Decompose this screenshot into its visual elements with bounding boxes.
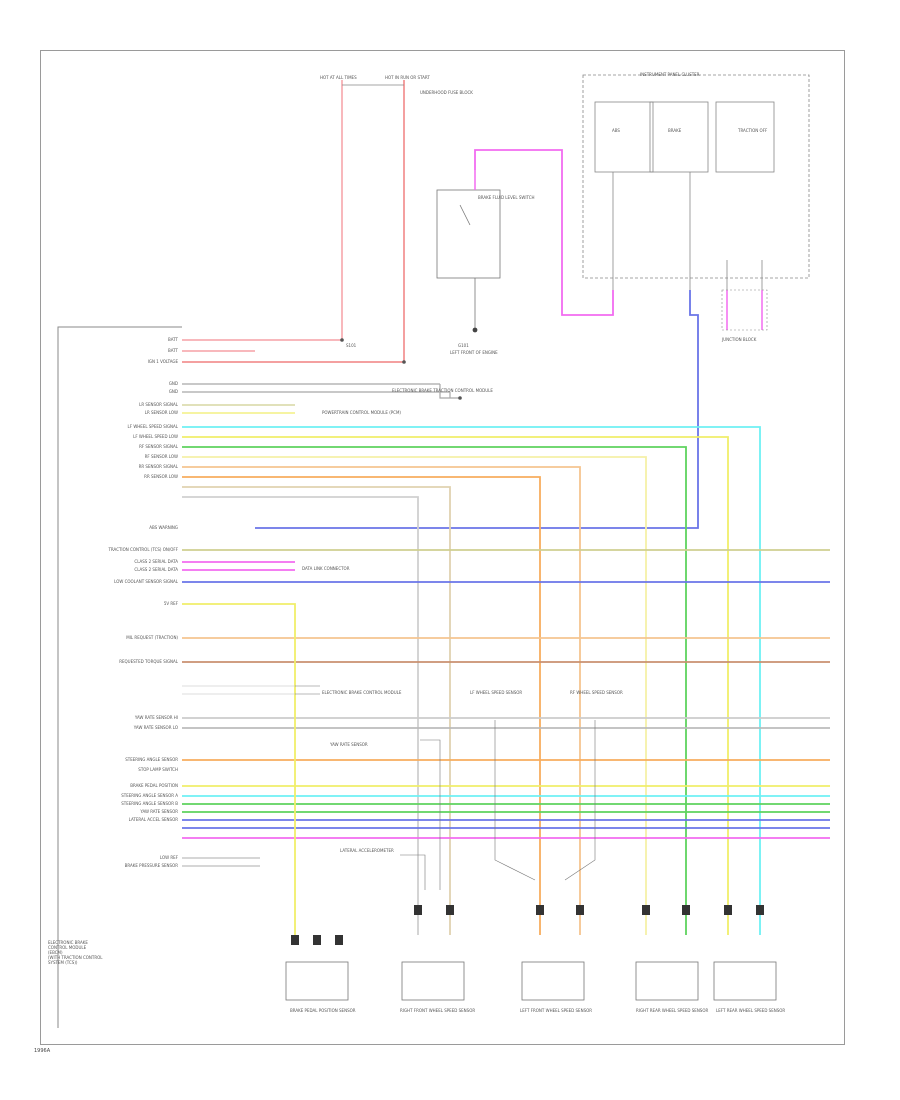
ind-brake-label: BRAKE bbox=[668, 128, 682, 133]
rr-wheel-sensor-label: RIGHT REAR WHEEL SPEED SENSOR bbox=[636, 1008, 709, 1013]
pin-label: LF WHEEL SPEED SIGNAL bbox=[127, 424, 178, 429]
pin-label: YAW RATE SENSOR LO bbox=[133, 725, 178, 730]
pin-label: YAW RATE SENSOR bbox=[140, 809, 178, 814]
pin-label: REQUESTED TORQUE SIGNAL bbox=[119, 659, 178, 664]
pin-label: BRAKE PRESSURE SENSOR bbox=[124, 863, 178, 868]
lf-sensor-label: LF WHEEL SPEED SENSOR bbox=[470, 690, 523, 695]
pin-label: GND bbox=[168, 389, 178, 394]
ebtcm-label: ELECTRONIC BRAKE TRACTION CONTROL MODULE bbox=[392, 388, 493, 393]
rf-sensor-label: RF WHEEL SPEED SENSOR bbox=[570, 690, 623, 695]
pin-label: MIL REQUEST (TRACTION) bbox=[126, 635, 178, 640]
leader-lines bbox=[182, 685, 596, 890]
ind-abs-label: ABS bbox=[612, 128, 620, 133]
bottom-connectors bbox=[291, 905, 764, 945]
ground-splice bbox=[458, 396, 462, 400]
ind-traction-label: TRACTION OFF bbox=[738, 128, 768, 133]
lr-wheel-sensor-label: LEFT REAR WHEEL SPEED SENSOR bbox=[716, 1008, 786, 1013]
pedal-sensor-label: BRAKE PEDAL POSITION SENSOR bbox=[290, 1008, 356, 1013]
pin-label: GND bbox=[168, 381, 178, 386]
pin-label: ABS WARNING bbox=[149, 525, 178, 530]
dlc-label: DATA LINK CONNECTOR bbox=[302, 566, 350, 571]
pin-label: BATT bbox=[168, 337, 178, 342]
pin-label: LR SENSOR LOW bbox=[144, 410, 178, 415]
pcm-label: POWERTRAIN CONTROL MODULE (PCM) bbox=[322, 410, 401, 415]
pin-label: LOW REF bbox=[159, 855, 178, 860]
module-pin-stubs bbox=[182, 339, 450, 414]
fuse-feed-wires bbox=[255, 80, 406, 364]
pin-label: BRAKE PEDAL POSITION bbox=[130, 783, 178, 788]
pin-label: RR SENSOR SIGNAL bbox=[138, 464, 178, 469]
rf-wheel-sensor-label: RIGHT FRONT WHEEL SPEED SENSOR bbox=[400, 1008, 476, 1013]
fuse-label-a: HOT AT ALL TIMES bbox=[320, 75, 357, 80]
instrument-panel-cluster bbox=[582, 74, 810, 290]
fuse-label-b: HOT IN RUN OR START bbox=[385, 75, 430, 80]
pin-label: RF SENSOR LOW bbox=[144, 454, 178, 459]
pin-label: IGN 1 VOLTAGE bbox=[147, 359, 178, 364]
magenta-ipc-wire bbox=[474, 149, 614, 316]
junction-label: JUNCTION BLOCK bbox=[722, 337, 757, 342]
bus-wires bbox=[182, 549, 830, 867]
switch-label: BRAKE FLUID LEVEL SWITCH bbox=[478, 195, 535, 200]
pin-label: CLASS 2 SERIAL DATA bbox=[134, 559, 178, 564]
pin-label: BATT bbox=[168, 348, 178, 353]
ground-g101 bbox=[472, 327, 478, 333]
module-name: ELECTRONIC BRAKE CONTROL MODULE (EBCM) (… bbox=[48, 940, 103, 965]
lat-note-label: LATERAL ACCELEROMETER bbox=[340, 848, 394, 853]
pin-label: LOW COOLANT SENSOR SIGNAL bbox=[114, 579, 178, 584]
pin-label: YAW RATE SENSOR HI bbox=[134, 715, 178, 720]
edd-label: ELECTRONIC BRAKE CONTROL MODULE bbox=[322, 690, 402, 695]
pin-label: TRACTION CONTROL (TCS) ON/OFF bbox=[108, 547, 178, 552]
ebcm-module-outline bbox=[57, 326, 182, 1028]
junction-block-pins bbox=[721, 289, 768, 331]
pin-label: LATERAL ACCEL SENSOR bbox=[128, 817, 178, 822]
pin-label: LF WHEEL SPEED LOW bbox=[133, 434, 178, 439]
pin-label: STEERING ANGLE SENSOR A bbox=[121, 793, 178, 798]
ipc-label: INSTRUMENT PANEL CLUSTER bbox=[640, 72, 700, 77]
pin-label: STOP LAMP SWITCH bbox=[138, 767, 178, 772]
pin-label: RF SENSOR SIGNAL bbox=[139, 444, 178, 449]
yaw-note-label: YAW RATE SENSOR bbox=[330, 742, 368, 747]
wheel-speed-wires bbox=[182, 426, 761, 935]
pin-label: LR SENSOR SIGNAL bbox=[139, 402, 178, 407]
bottom-sensors bbox=[285, 961, 777, 1001]
fuse-label-c: UNDERHOOD FUSE BLOCK bbox=[420, 90, 473, 95]
abs-warning-wire bbox=[255, 290, 699, 529]
figure-id: 1996A bbox=[34, 1048, 51, 1054]
pin-label: STEERING ANGLE SENSOR B bbox=[121, 801, 178, 806]
fluid-level-switch bbox=[436, 170, 501, 330]
splice-label: S101 bbox=[346, 343, 357, 348]
ground-label: G101 bbox=[458, 343, 469, 348]
pin-label: 5V REF bbox=[163, 601, 178, 606]
diagram-border bbox=[40, 50, 845, 1045]
pedal-sensor-wire bbox=[182, 603, 296, 935]
pin-label: STEERING ANGLE SENSOR bbox=[125, 757, 178, 762]
ground-wire-a bbox=[439, 384, 460, 399]
lf-wheel-sensor-label: LEFT FRONT WHEEL SPEED SENSOR bbox=[520, 1008, 593, 1013]
ground-location-label: LEFT FRONT OF ENGINE bbox=[450, 350, 498, 355]
pin-label: RR SENSOR LOW bbox=[144, 474, 178, 479]
pin-label: CLASS 2 SERIAL DATA bbox=[134, 567, 178, 572]
